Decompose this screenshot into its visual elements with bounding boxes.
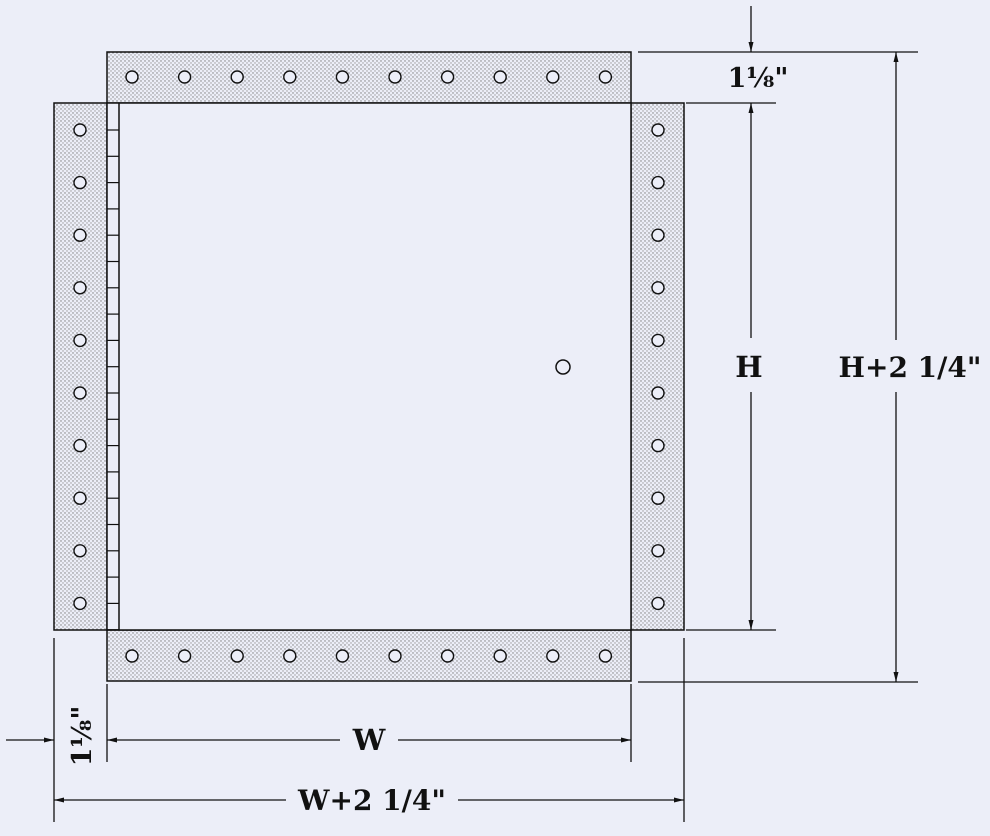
screw-hole-icon bbox=[493, 70, 507, 84]
screw-hole-icon bbox=[493, 649, 507, 663]
screw-hole-icon bbox=[388, 70, 402, 84]
screw-hole-icon bbox=[283, 649, 297, 663]
flange-side-label: 1⅛" bbox=[67, 706, 98, 767]
screw-hole-icon bbox=[73, 438, 87, 453]
screw-hole-icon bbox=[440, 649, 455, 663]
screw-hole-icon bbox=[125, 70, 139, 84]
screw-hole-icon bbox=[73, 175, 87, 190]
screw-hole-icon bbox=[651, 228, 665, 242]
screw-hole-icon bbox=[651, 281, 665, 295]
piano-hinge bbox=[107, 103, 120, 631]
screw-hole-icon bbox=[73, 596, 87, 611]
screw-hole-icon bbox=[73, 491, 87, 505]
overall-height-label: H+2 1/4" bbox=[839, 351, 982, 384]
left-flange bbox=[53, 102, 108, 631]
screw-hole-icon bbox=[651, 438, 665, 453]
screw-hole-icon bbox=[598, 70, 613, 84]
screw-hole-icon bbox=[546, 70, 560, 84]
screw-hole-icon bbox=[335, 70, 350, 84]
screw-hole-icon bbox=[283, 70, 297, 84]
latch-icon bbox=[555, 359, 571, 375]
screw-hole-icon bbox=[177, 70, 192, 84]
screw-hole-icon bbox=[73, 281, 87, 295]
screw-hole-icon bbox=[651, 491, 665, 505]
screw-hole-icon bbox=[388, 649, 402, 663]
screw-hole-icon bbox=[598, 649, 613, 663]
screw-hole-icon bbox=[651, 333, 665, 348]
width-label: W bbox=[352, 723, 386, 757]
screw-hole-icon bbox=[651, 544, 665, 558]
screw-hole-icon bbox=[440, 70, 455, 84]
screw-hole-icon bbox=[73, 386, 87, 400]
screw-hole-icon bbox=[651, 386, 665, 400]
bottom-flange bbox=[106, 629, 632, 682]
screw-hole-icon bbox=[651, 175, 665, 190]
screw-hole-icon bbox=[73, 123, 87, 137]
screw-hole-icon bbox=[125, 649, 139, 663]
door-panel bbox=[106, 102, 632, 631]
screw-holes bbox=[73, 70, 665, 663]
flange-top-label: 1⅛" bbox=[728, 63, 789, 94]
screw-hole-icon bbox=[230, 649, 244, 663]
screw-hole-icon bbox=[73, 333, 87, 348]
screw-hole-icon bbox=[651, 596, 665, 611]
right-flange bbox=[630, 102, 685, 631]
overall-width-label: W+2 1/4" bbox=[297, 784, 446, 817]
screw-hole-icon bbox=[73, 228, 87, 242]
screw-hole-icon bbox=[335, 649, 350, 663]
screw-hole-icon bbox=[73, 544, 87, 558]
screw-hole-icon bbox=[230, 70, 244, 84]
height-label: H bbox=[735, 350, 762, 384]
screw-hole-icon bbox=[546, 649, 560, 663]
top-flange bbox=[106, 51, 632, 104]
screw-hole-icon bbox=[651, 123, 665, 137]
screw-hole-icon bbox=[177, 649, 192, 663]
